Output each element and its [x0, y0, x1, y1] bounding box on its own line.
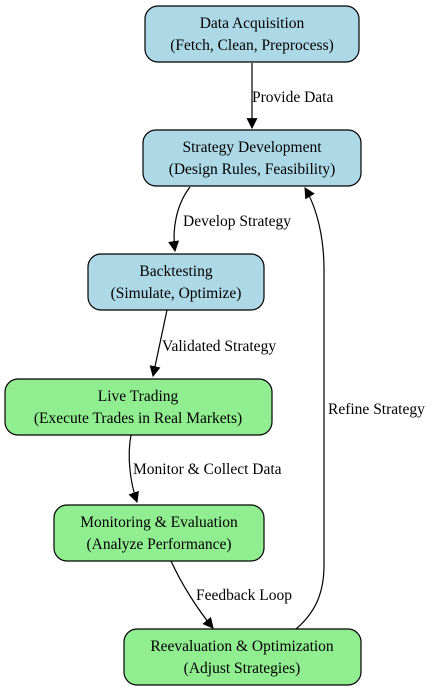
- node-title: Live Trading: [98, 388, 179, 405]
- edge-label-validated-strategy: Validated Strategy: [162, 338, 276, 355]
- edge-label-monitor-collect-data: Monitor & Collect Data: [133, 461, 282, 478]
- node-box: [142, 129, 362, 187]
- edge-line: [128, 434, 139, 504]
- node-backtesting: Backtesting (Simulate, Optimize): [87, 253, 265, 311]
- edge-feedback-loop: Feedback Loop: [170, 560, 292, 629]
- edge-label-develop-strategy: Develop Strategy: [183, 213, 291, 230]
- edge-refine-strategy: Refine Strategy: [295, 187, 425, 630]
- node-title: Reevaluation & Optimization: [150, 638, 334, 655]
- edge-line: [168, 186, 191, 253]
- node-reevaluation-optimization: Reevaluation & Optimization (Adjust Stra…: [123, 628, 362, 686]
- node-subtitle: (Adjust Strategies): [184, 660, 301, 677]
- edge-label-provide-data: Provide Data: [252, 89, 333, 106]
- node-title: Backtesting: [139, 263, 212, 280]
- node-live-trading: Live Trading (Execute Trades in Real Mar…: [4, 378, 273, 436]
- edge-monitor-collect-data: Monitor & Collect Data: [128, 434, 282, 504]
- node-subtitle: (Fetch, Clean, Preprocess): [170, 37, 334, 54]
- node-box: [144, 5, 360, 63]
- node-box: [87, 253, 265, 311]
- edge-line: [149, 309, 168, 378]
- node-title: Strategy Development: [182, 139, 322, 156]
- edge-develop-strategy: Develop Strategy: [168, 186, 291, 253]
- edge-label-refine-strategy: Refine Strategy: [328, 401, 425, 418]
- node-box: [123, 628, 362, 686]
- node-box: [4, 378, 273, 436]
- edge-label-feedback-loop: Feedback Loop: [196, 587, 292, 604]
- node-subtitle: (Execute Trades in Real Markets): [34, 410, 242, 427]
- node-monitoring-evaluation: Monitoring & Evaluation (Analyze Perform…: [53, 504, 265, 562]
- edge-validated-strategy: Validated Strategy: [149, 309, 276, 378]
- edge-provide-data: Provide Data: [246, 63, 333, 130]
- node-data-acquisition: Data Acquisition (Fetch, Clean, Preproce…: [144, 5, 360, 63]
- node-box: [53, 504, 265, 562]
- node-strategy-development: Strategy Development (Design Rules, Feas…: [142, 129, 362, 187]
- node-subtitle: (Simulate, Optimize): [111, 285, 242, 302]
- node-title: Data Acquisition: [200, 15, 305, 32]
- edge-line: [295, 187, 325, 630]
- node-subtitle: (Analyze Performance): [86, 536, 231, 553]
- node-title: Monitoring & Evaluation: [80, 514, 238, 531]
- edge-line: [170, 560, 214, 629]
- node-subtitle: (Design Rules, Feasibility): [169, 161, 336, 178]
